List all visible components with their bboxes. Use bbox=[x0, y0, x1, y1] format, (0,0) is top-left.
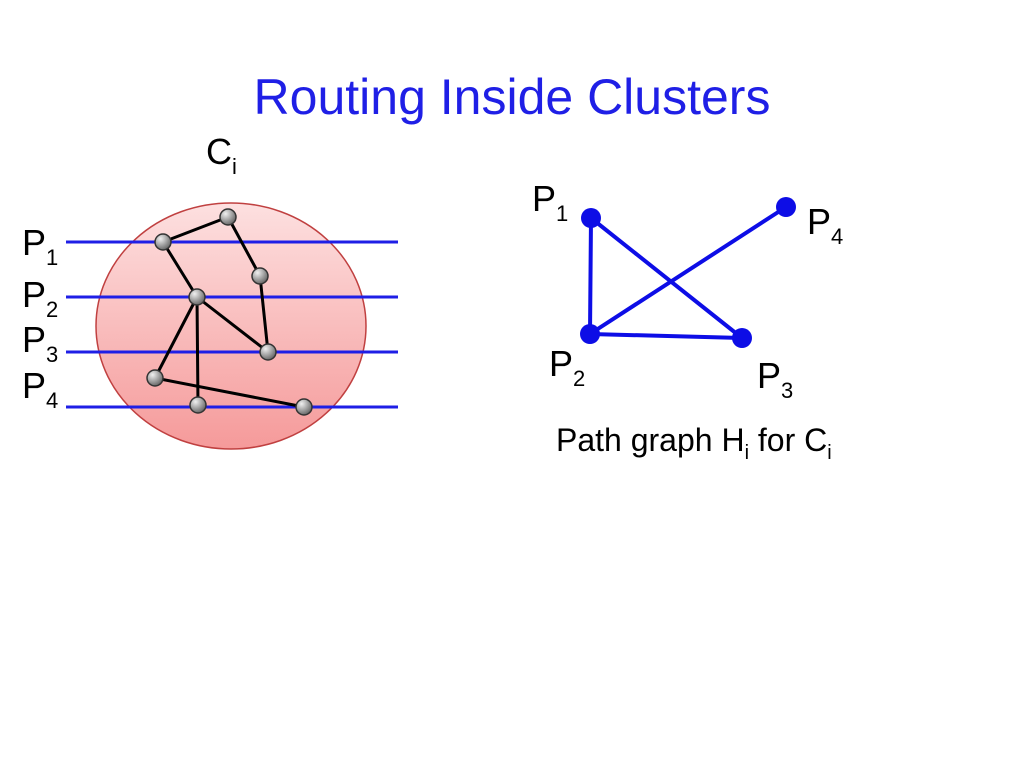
graph-label-p1: P1 bbox=[532, 178, 568, 226]
tree-edge bbox=[153, 376, 306, 409]
cluster-node bbox=[154, 233, 172, 251]
graph-label-p3: P3 bbox=[757, 355, 793, 403]
cluster-tree-edges bbox=[153, 215, 306, 409]
graph-node-p2 bbox=[580, 324, 600, 344]
path-graph-caption: Path graph Hi for Ci bbox=[556, 422, 832, 464]
path-graph-edges bbox=[588, 205, 788, 340]
cluster-node bbox=[259, 343, 277, 361]
cluster-node bbox=[189, 396, 207, 414]
path-label-p3: P3 bbox=[22, 319, 58, 367]
cluster-node bbox=[146, 369, 164, 387]
tree-edge bbox=[153, 295, 199, 380]
graph-label-p4: P4 bbox=[807, 201, 843, 249]
path-label-p1: P1 bbox=[22, 222, 58, 270]
tree-edge bbox=[161, 240, 199, 299]
cluster-nodes bbox=[146, 208, 313, 416]
path-label-p4: P4 bbox=[22, 365, 58, 413]
cluster-group: Ci P1 P2 P3 P4 bbox=[22, 131, 398, 450]
cluster-node bbox=[251, 267, 269, 285]
slide-title: Routing Inside Clusters bbox=[253, 69, 771, 125]
graph-edge-p2-p4 bbox=[588, 205, 788, 336]
tree-edge bbox=[258, 274, 270, 354]
tree-edge bbox=[195, 295, 200, 407]
cluster-node bbox=[295, 398, 313, 416]
graph-edge-p1-p2 bbox=[588, 216, 593, 336]
graph-label-p2: P2 bbox=[549, 343, 585, 391]
graph-node-p3 bbox=[732, 328, 752, 348]
tree-edge bbox=[226, 215, 262, 278]
graph-node-p1 bbox=[581, 208, 601, 228]
graph-edge-p2-p3 bbox=[588, 332, 744, 340]
path-graph: P1 P2 P3 P4 Path graph Hi for Ci bbox=[532, 178, 843, 464]
cluster-circle bbox=[95, 202, 367, 450]
graph-node-p4 bbox=[776, 197, 796, 217]
tree-edge bbox=[195, 295, 270, 354]
tree-edge bbox=[161, 215, 230, 244]
graph-edge-p1-p3 bbox=[589, 216, 744, 340]
cluster-label: Ci bbox=[206, 131, 237, 179]
path-graph-nodes bbox=[580, 197, 796, 348]
cluster-node bbox=[219, 208, 237, 226]
path-label-p2: P2 bbox=[22, 274, 58, 322]
cluster-node bbox=[188, 288, 206, 306]
